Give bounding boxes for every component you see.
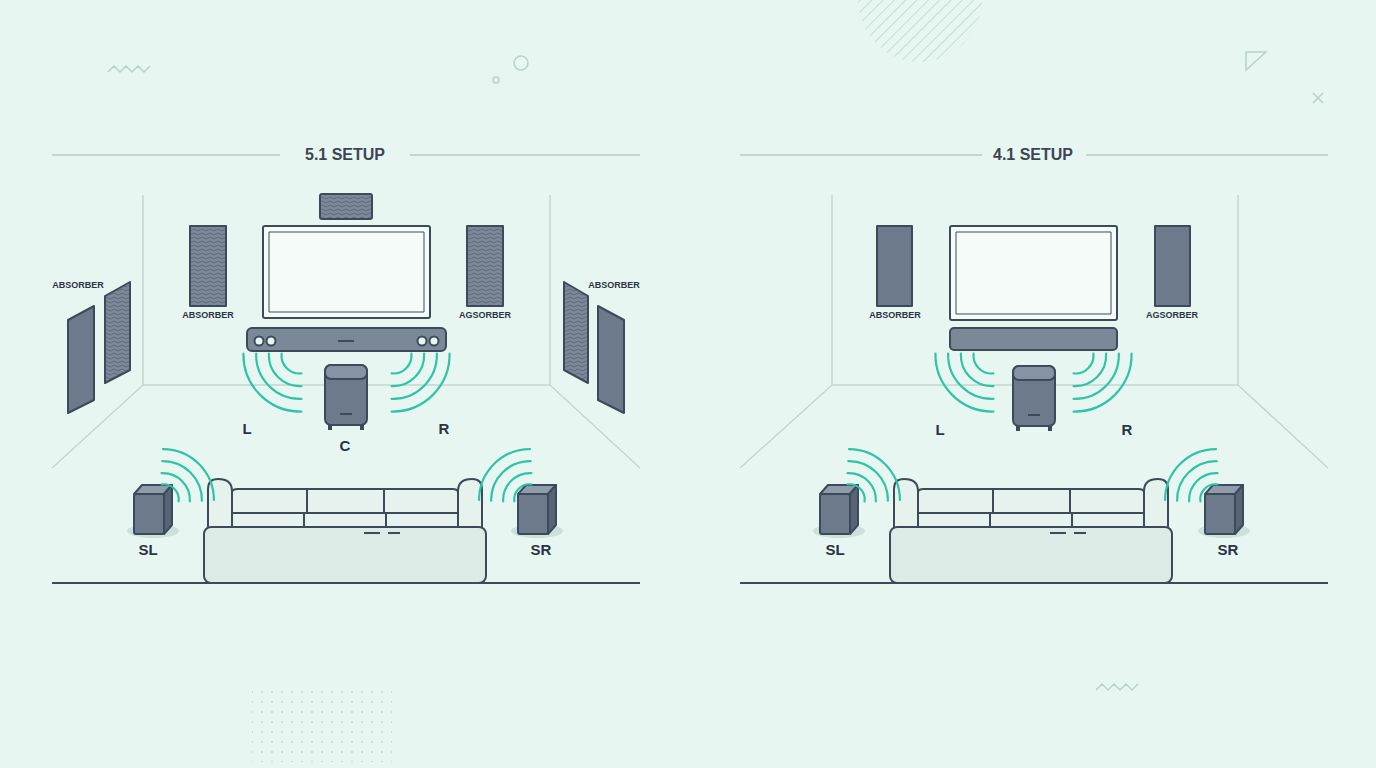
channel-label: R (1122, 422, 1133, 439)
channel-label: L (935, 422, 944, 439)
dot-grid (252, 686, 392, 762)
channel-label: SR (531, 542, 552, 559)
channel-label: SR (1218, 542, 1239, 559)
absorber-label: AGSORBER (1146, 311, 1198, 321)
channel-label: SL (825, 542, 844, 559)
setup-4-1 (877, 226, 1190, 350)
header-rule (52, 154, 1328, 156)
panel-title: 4.1 SETUP (993, 146, 1073, 164)
absorber-label: AGSORBER (459, 311, 511, 321)
absorber-label: ABSORBER (588, 281, 640, 291)
channel-label: C (340, 438, 351, 455)
decoration (108, 52, 1323, 690)
absorber-label: ABSORBER (52, 281, 104, 291)
channel-label: L (242, 421, 251, 438)
channel-label: SL (138, 542, 157, 559)
absorber-label: ABSORBER (182, 311, 234, 321)
panel-title: 5.1 SETUP (305, 146, 385, 164)
absorber-label: ABSORBER (869, 311, 921, 321)
channel-label: R (439, 421, 450, 438)
room-walls (52, 195, 1328, 468)
hatched-decoration (858, 0, 982, 62)
